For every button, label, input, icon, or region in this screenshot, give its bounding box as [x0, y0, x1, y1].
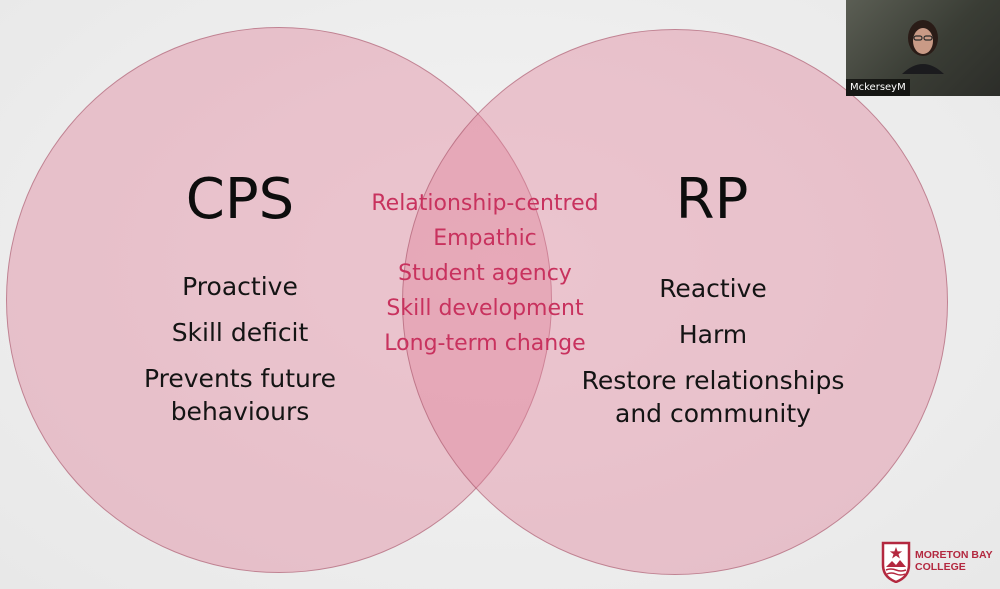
overlap-items: Relationship-centred Empathic Student ag…	[345, 186, 625, 361]
college-crest-icon	[881, 541, 911, 583]
overlap-item-student-agency: Student agency	[398, 261, 572, 286]
overlap-item-empathic: Empathic	[433, 226, 537, 251]
cps-item-behaviours: behaviours	[170, 397, 310, 427]
rp-item-restore-relationships: Restore relationships	[581, 365, 845, 395]
overlap-item-long-term-change: Long-term change	[384, 331, 586, 356]
cps-item-proactive: Proactive	[182, 272, 298, 301]
logo-line-2: COLLEGE	[915, 561, 966, 573]
rp-items: Reactive Harm Restore relationships and …	[563, 272, 863, 431]
logo-text: MORETON BAY COLLEGE	[915, 549, 993, 573]
cps-item-skill-deficit: Skill deficit	[171, 317, 309, 347]
cps-items: Proactive Skill deficit Prevents future …	[115, 270, 365, 429]
overlap-item-skill-development: Skill development	[386, 296, 584, 321]
rp-item-reactive: Reactive	[659, 274, 767, 303]
overlap-item-relationship-centred: Relationship-centred	[371, 191, 599, 216]
participant-name: MckerseyM	[846, 79, 910, 96]
rp-item-harm: Harm	[678, 319, 748, 349]
participant-video-tile[interactable]: MckerseyM	[846, 0, 1000, 96]
venn-circle-rp	[402, 29, 948, 575]
participant-video-icon	[902, 20, 944, 74]
cps-title: CPS	[185, 167, 295, 232]
moreton-bay-college-logo: MORETON BAY COLLEGE	[881, 541, 997, 585]
rp-item-and-community: and community	[615, 399, 811, 429]
rp-title: RP	[675, 167, 749, 232]
logo-line-1: MORETON BAY	[915, 549, 993, 561]
cps-item-prevents-future: Prevents future	[144, 363, 336, 393]
